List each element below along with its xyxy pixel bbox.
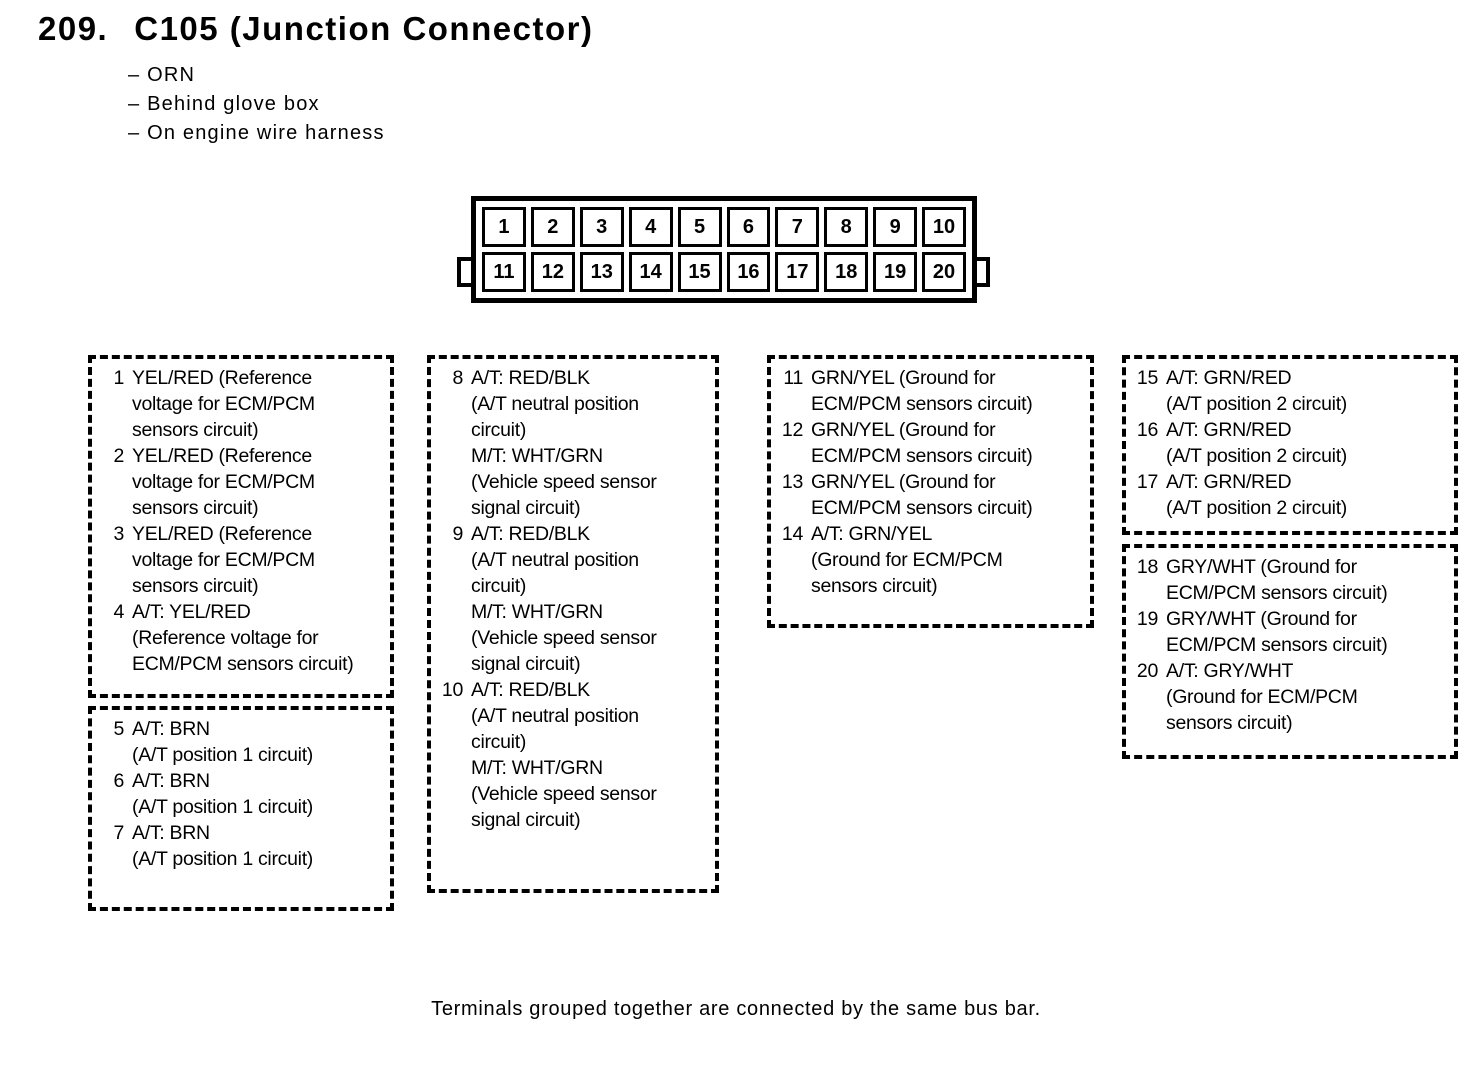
connector-pin-13: 13 xyxy=(579,252,624,292)
pin-number: 20 xyxy=(1136,660,1158,682)
pin-item-5: 5 A/T: BRN (A/T position 1 circuit) xyxy=(98,716,384,768)
pin-number: 10 xyxy=(441,679,463,701)
pin-number: 18 xyxy=(1136,556,1158,578)
pin-description: YEL/RED (Reference voltage for ECM/PCM s… xyxy=(132,523,315,597)
pin-description: A/T: GRN/RED (A/T position 2 circuit) xyxy=(1166,419,1348,467)
pin-number: 13 xyxy=(781,471,803,493)
note-harness: – On engine wire harness xyxy=(128,122,385,144)
connector-pin-1: 1 xyxy=(482,207,526,247)
pin-description: GRY/WHT (Ground for ECM/PCM sensors circ… xyxy=(1166,556,1388,604)
connector-pin-3: 3 xyxy=(579,207,624,247)
page-title: 209. C105 (Junction Connector) xyxy=(38,10,593,48)
pin-item-14: 14 A/T: GRN/YEL (Ground for ECM/PCM sens… xyxy=(777,521,1084,599)
pin-item-3: 3 YEL/RED (Reference voltage for ECM/PCM… xyxy=(98,521,384,599)
connector-pin-14: 14 xyxy=(628,252,673,292)
pin-group-box-11-14: 11 GRN/YEL (Ground for ECM/PCM sensors c… xyxy=(767,355,1094,628)
connector-pin-15: 15 xyxy=(677,252,722,292)
pin-description: GRN/YEL (Ground for ECM/PCM sensors circ… xyxy=(811,367,1033,415)
pin-description: A/T: GRN/YEL (Ground for ECM/PCM sensors… xyxy=(811,523,1003,597)
connector-notes: – ORN – Behind glove box – On engine wir… xyxy=(128,61,385,148)
pin-item-11: 11 GRN/YEL (Ground for ECM/PCM sensors c… xyxy=(777,365,1084,417)
pin-number: 17 xyxy=(1136,471,1158,493)
pin-item-10: 10 A/T: RED/BLK (A/T neutral position ci… xyxy=(437,677,709,833)
pin-number: 12 xyxy=(781,419,803,441)
pin-description: A/T: BRN (A/T position 1 circuit) xyxy=(132,822,314,870)
pin-group-box-8-10: 8 A/T: RED/BLK (A/T neutral position cir… xyxy=(427,355,719,893)
pin-item-16: 16 A/T: GRN/RED (A/T position 2 circuit) xyxy=(1132,417,1448,469)
pin-number: 1 xyxy=(113,367,124,389)
connector-pin-7: 7 xyxy=(775,207,820,247)
pin-item-15: 15 A/T: GRN/RED (A/T position 2 circuit) xyxy=(1132,365,1448,417)
pin-description: A/T: RED/BLK (A/T neutral position circu… xyxy=(471,523,657,675)
pin-item-4: 4 A/T: YEL/RED (Reference voltage for EC… xyxy=(98,599,384,677)
pin-number: 8 xyxy=(452,367,463,389)
pin-description: GRN/YEL (Ground for ECM/PCM sensors circ… xyxy=(811,419,1033,467)
pin-description: A/T: GRN/RED (A/T position 2 circuit) xyxy=(1166,367,1348,415)
pin-number: 4 xyxy=(113,601,124,623)
pin-item-7: 7 A/T: BRN (A/T position 1 circuit) xyxy=(98,820,384,872)
connector-pin-20: 20 xyxy=(922,252,966,292)
pin-group-box-18-20: 18 GRY/WHT (Ground for ECM/PCM sensors c… xyxy=(1122,544,1458,759)
pin-item-8: 8 A/T: RED/BLK (A/T neutral position cir… xyxy=(437,365,709,521)
pin-description: GRN/YEL (Ground for ECM/PCM sensors circ… xyxy=(811,471,1033,519)
pin-item-13: 13 GRN/YEL (Ground for ECM/PCM sensors c… xyxy=(777,469,1084,521)
pin-item-9: 9 A/T: RED/BLK (A/T neutral position cir… xyxy=(437,521,709,677)
connector-pin-19: 19 xyxy=(873,252,918,292)
pin-description: YEL/RED (Reference voltage for ECM/PCM s… xyxy=(132,445,315,519)
pin-number: 2 xyxy=(113,445,124,467)
pin-description: A/T: BRN (A/T position 1 circuit) xyxy=(132,770,314,818)
pin-number: 19 xyxy=(1136,608,1158,630)
pin-number: 6 xyxy=(113,770,124,792)
pin-item-6: 6 A/T: BRN (A/T position 1 circuit) xyxy=(98,768,384,820)
pin-item-1: 1 YEL/RED (Reference voltage for ECM/PCM… xyxy=(98,365,384,443)
pin-description: A/T: BRN (A/T position 1 circuit) xyxy=(132,718,314,766)
pin-item-17: 17 A/T: GRN/RED (A/T position 2 circuit) xyxy=(1132,469,1448,521)
pin-number: 14 xyxy=(781,523,803,545)
connector-pin-6: 6 xyxy=(726,207,771,247)
pin-number: 16 xyxy=(1136,419,1158,441)
note-location: – Behind glove box xyxy=(128,93,320,115)
pin-description: A/T: RED/BLK (A/T neutral position circu… xyxy=(471,679,657,831)
pin-number: 5 xyxy=(113,718,124,740)
connector-pin-18: 18 xyxy=(824,252,869,292)
connector-title: C105 (Junction Connector) xyxy=(134,10,594,47)
pin-group-box-15-17: 15 A/T: GRN/RED (A/T position 2 circuit)… xyxy=(1122,355,1458,535)
pin-description: A/T: GRN/RED (A/T position 2 circuit) xyxy=(1166,471,1348,519)
pin-item-20: 20 A/T: GRY/WHT (Ground for ECM/PCM sens… xyxy=(1132,658,1448,736)
pin-item-18: 18 GRY/WHT (Ground for ECM/PCM sensors c… xyxy=(1132,554,1448,606)
connector-pin-17: 17 xyxy=(775,252,820,292)
connector-pin-16: 16 xyxy=(726,252,771,292)
pin-description: GRY/WHT (Ground for ECM/PCM sensors circ… xyxy=(1166,608,1388,656)
pin-number: 7 xyxy=(113,822,124,844)
connector-pin-12: 12 xyxy=(530,252,575,292)
connector-pin-5: 5 xyxy=(677,207,722,247)
connector-pin-2: 2 xyxy=(530,207,575,247)
pin-description: A/T: RED/BLK (A/T neutral position circu… xyxy=(471,367,657,519)
pin-item-19: 19 GRY/WHT (Ground for ECM/PCM sensors c… xyxy=(1132,606,1448,658)
connector-pin-11: 11 xyxy=(482,252,526,292)
pin-number: 9 xyxy=(452,523,463,545)
pin-number: 11 xyxy=(783,367,803,389)
pin-number: 15 xyxy=(1136,367,1158,389)
section-number: 209. xyxy=(38,10,109,47)
connector-pin-9: 9 xyxy=(873,207,918,247)
footer-note: Terminals grouped together are connected… xyxy=(431,998,1041,1020)
pin-description: A/T: GRY/WHT (Ground for ECM/PCM sensors… xyxy=(1166,660,1358,734)
pin-description: YEL/RED (Reference voltage for ECM/PCM s… xyxy=(132,367,315,441)
connector-pin-8: 8 xyxy=(824,207,869,247)
connector-diagram: 1 2 3 4 5 6 7 8 9 10 11 12 13 14 15 16 1… xyxy=(471,196,977,303)
connector-pin-10: 10 xyxy=(922,207,966,247)
note-wire-color: – ORN xyxy=(128,64,196,86)
pin-item-2: 2 YEL/RED (Reference voltage for ECM/PCM… xyxy=(98,443,384,521)
pin-number: 3 xyxy=(113,523,124,545)
pin-item-12: 12 GRN/YEL (Ground for ECM/PCM sensors c… xyxy=(777,417,1084,469)
pin-description: A/T: YEL/RED (Reference voltage for ECM/… xyxy=(132,601,354,675)
pin-group-box-1-4: 1 YEL/RED (Reference voltage for ECM/PCM… xyxy=(88,355,394,698)
pin-group-box-5-7: 5 A/T: BRN (A/T position 1 circuit) 6 A/… xyxy=(88,706,394,911)
connector-pin-4: 4 xyxy=(628,207,673,247)
